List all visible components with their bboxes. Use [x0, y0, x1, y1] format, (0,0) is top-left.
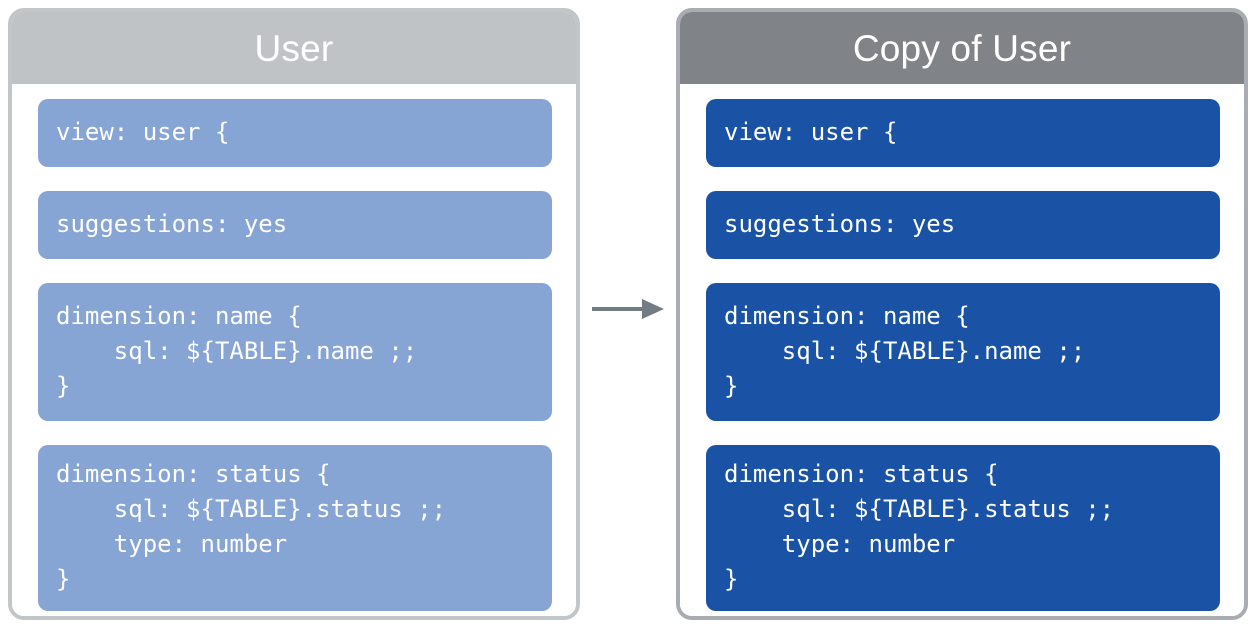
code-line: dimension: status { — [724, 460, 999, 488]
code-line: sql: ${TABLE}.status ;; — [724, 495, 1115, 523]
code-block-dimension-name: dimension: name { sql: ${TABLE}.name ;; … — [38, 283, 552, 421]
code-line: sql: ${TABLE}.name ;; — [56, 336, 418, 365]
code-block-dimension-status: dimension: status { sql: ${TABLE}.status… — [706, 445, 1220, 611]
code-line: } — [724, 371, 739, 400]
panel-source-user: User view: user { suggestions: yes dimen… — [8, 8, 580, 620]
code-line: view: user { — [56, 117, 230, 146]
code-line: } — [56, 565, 71, 593]
code-block-view-declaration: view: user { — [706, 99, 1220, 167]
code-line: } — [724, 565, 739, 593]
code-line: view: user { — [724, 117, 898, 146]
code-line: type: number — [56, 530, 288, 558]
panel-copy-user: Copy of User view: user { suggestions: y… — [676, 8, 1248, 620]
code-line: type: number — [724, 530, 956, 558]
panel-source-body: view: user { suggestions: yes dimension:… — [12, 84, 576, 616]
code-line: } — [56, 371, 71, 400]
code-block-dimension-status: dimension: status { sql: ${TABLE}.status… — [38, 445, 552, 611]
code-line: suggestions: yes — [56, 209, 288, 238]
code-line: dimension: name { — [724, 301, 970, 330]
panel-copy-body: view: user { suggestions: yes dimension:… — [680, 84, 1244, 616]
code-line: suggestions: yes — [724, 209, 956, 238]
panel-source-title: User — [12, 12, 576, 84]
panel-copy-title: Copy of User — [680, 12, 1244, 84]
code-block-suggestions-parameter: suggestions: yes — [38, 191, 552, 259]
code-line: sql: ${TABLE}.status ;; — [56, 495, 447, 523]
code-line: dimension: name { — [56, 301, 302, 330]
code-block-suggestions-parameter: suggestions: yes — [706, 191, 1220, 259]
code-line: sql: ${TABLE}.name ;; — [724, 336, 1086, 365]
arrow-right-icon — [592, 296, 664, 322]
code-block-dimension-name: dimension: name { sql: ${TABLE}.name ;; … — [706, 283, 1220, 421]
code-line: dimension: status { — [56, 460, 331, 488]
code-block-view-declaration: view: user { — [38, 99, 552, 167]
